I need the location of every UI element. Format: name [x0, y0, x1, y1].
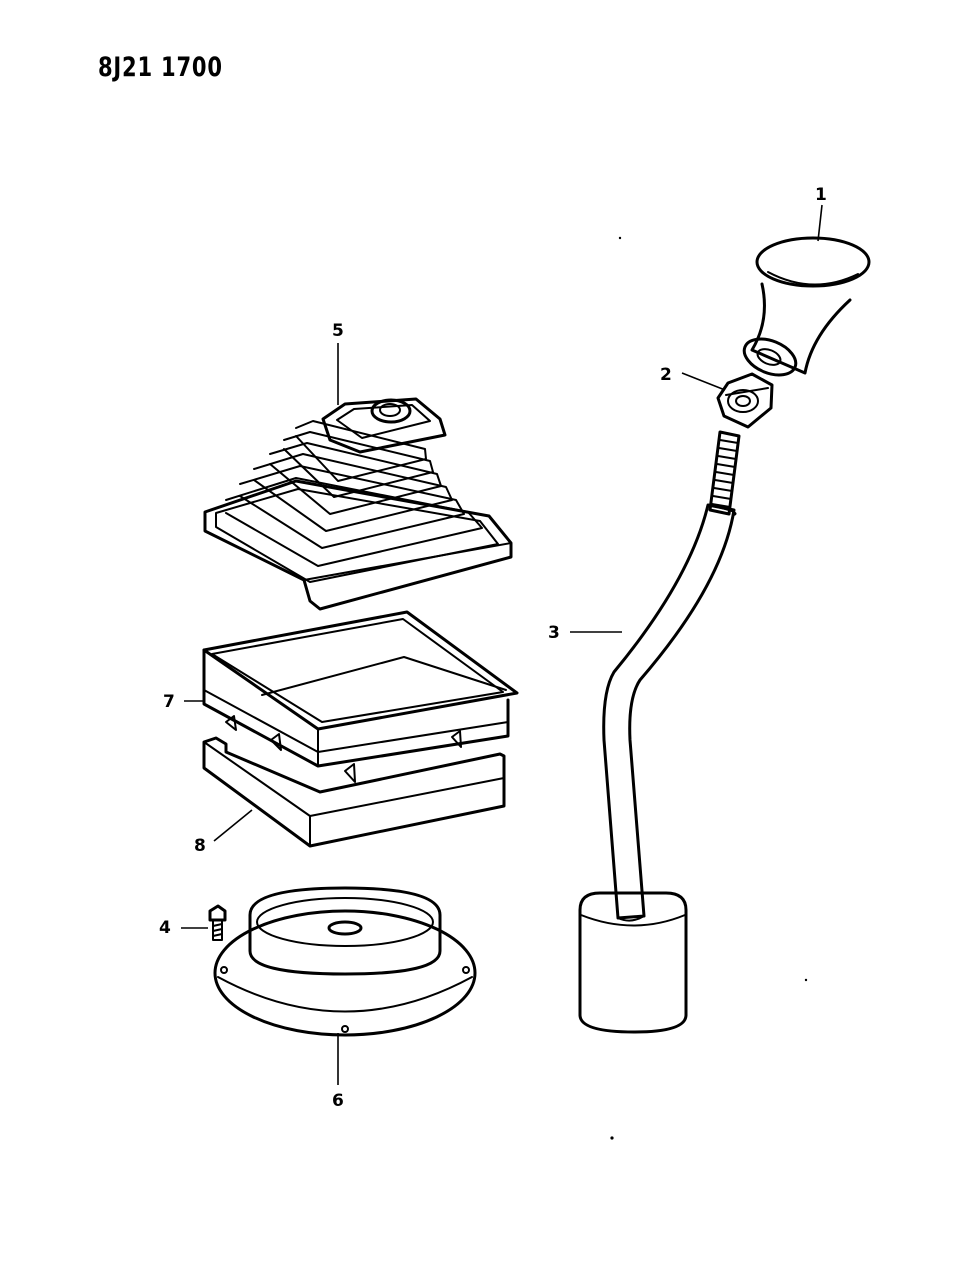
callout-4: 4: [159, 918, 171, 938]
callout-6: 6: [332, 1091, 344, 1111]
callout-3: 3: [548, 623, 560, 643]
document-id: 8J21 1700: [98, 52, 223, 83]
leader-lines: [181, 204, 823, 1085]
shift-knob: [742, 236, 871, 377]
callout-5: 5: [332, 321, 344, 341]
shift-lever: [578, 430, 741, 1034]
callout-1: 1: [815, 185, 827, 205]
callout-7: 7: [163, 692, 175, 712]
callout-2: 2: [660, 365, 672, 385]
shift-boot: [203, 397, 513, 611]
pad: [202, 736, 506, 848]
callout-8: 8: [194, 836, 206, 856]
base-plate: [213, 886, 477, 1037]
bolt: [208, 904, 227, 941]
boot-retainer: [202, 610, 519, 783]
hex-nut: [716, 372, 774, 429]
